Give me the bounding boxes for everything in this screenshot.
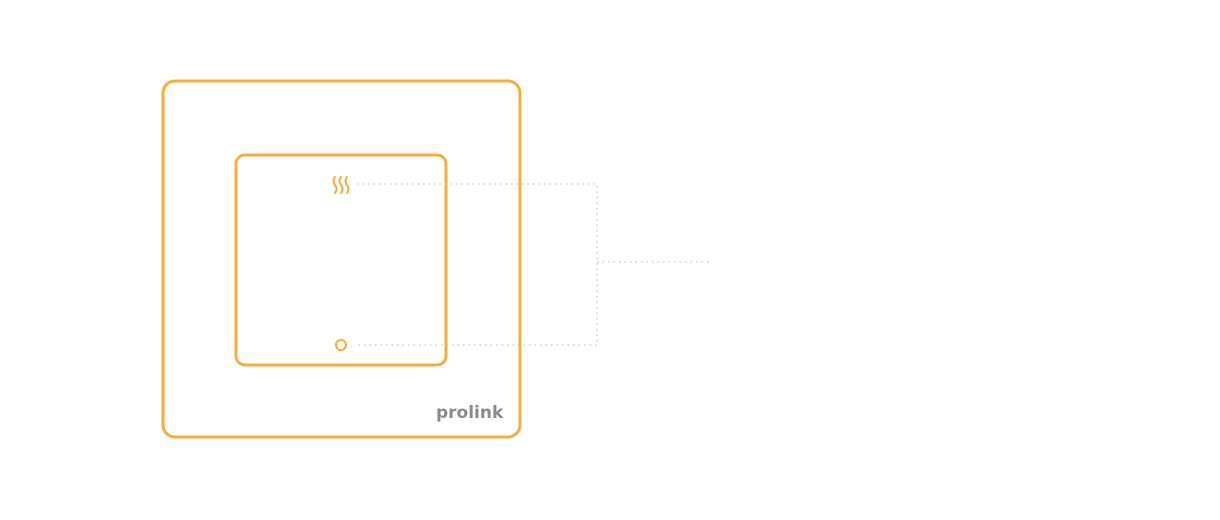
inner-panel [234, 153, 448, 367]
leader-lines [357, 183, 712, 346]
heat-waves-icon [332, 176, 350, 194]
brand-logo: prolink [436, 403, 504, 423]
circle-indicator-icon [335, 339, 347, 351]
outer-plate [161, 79, 522, 439]
